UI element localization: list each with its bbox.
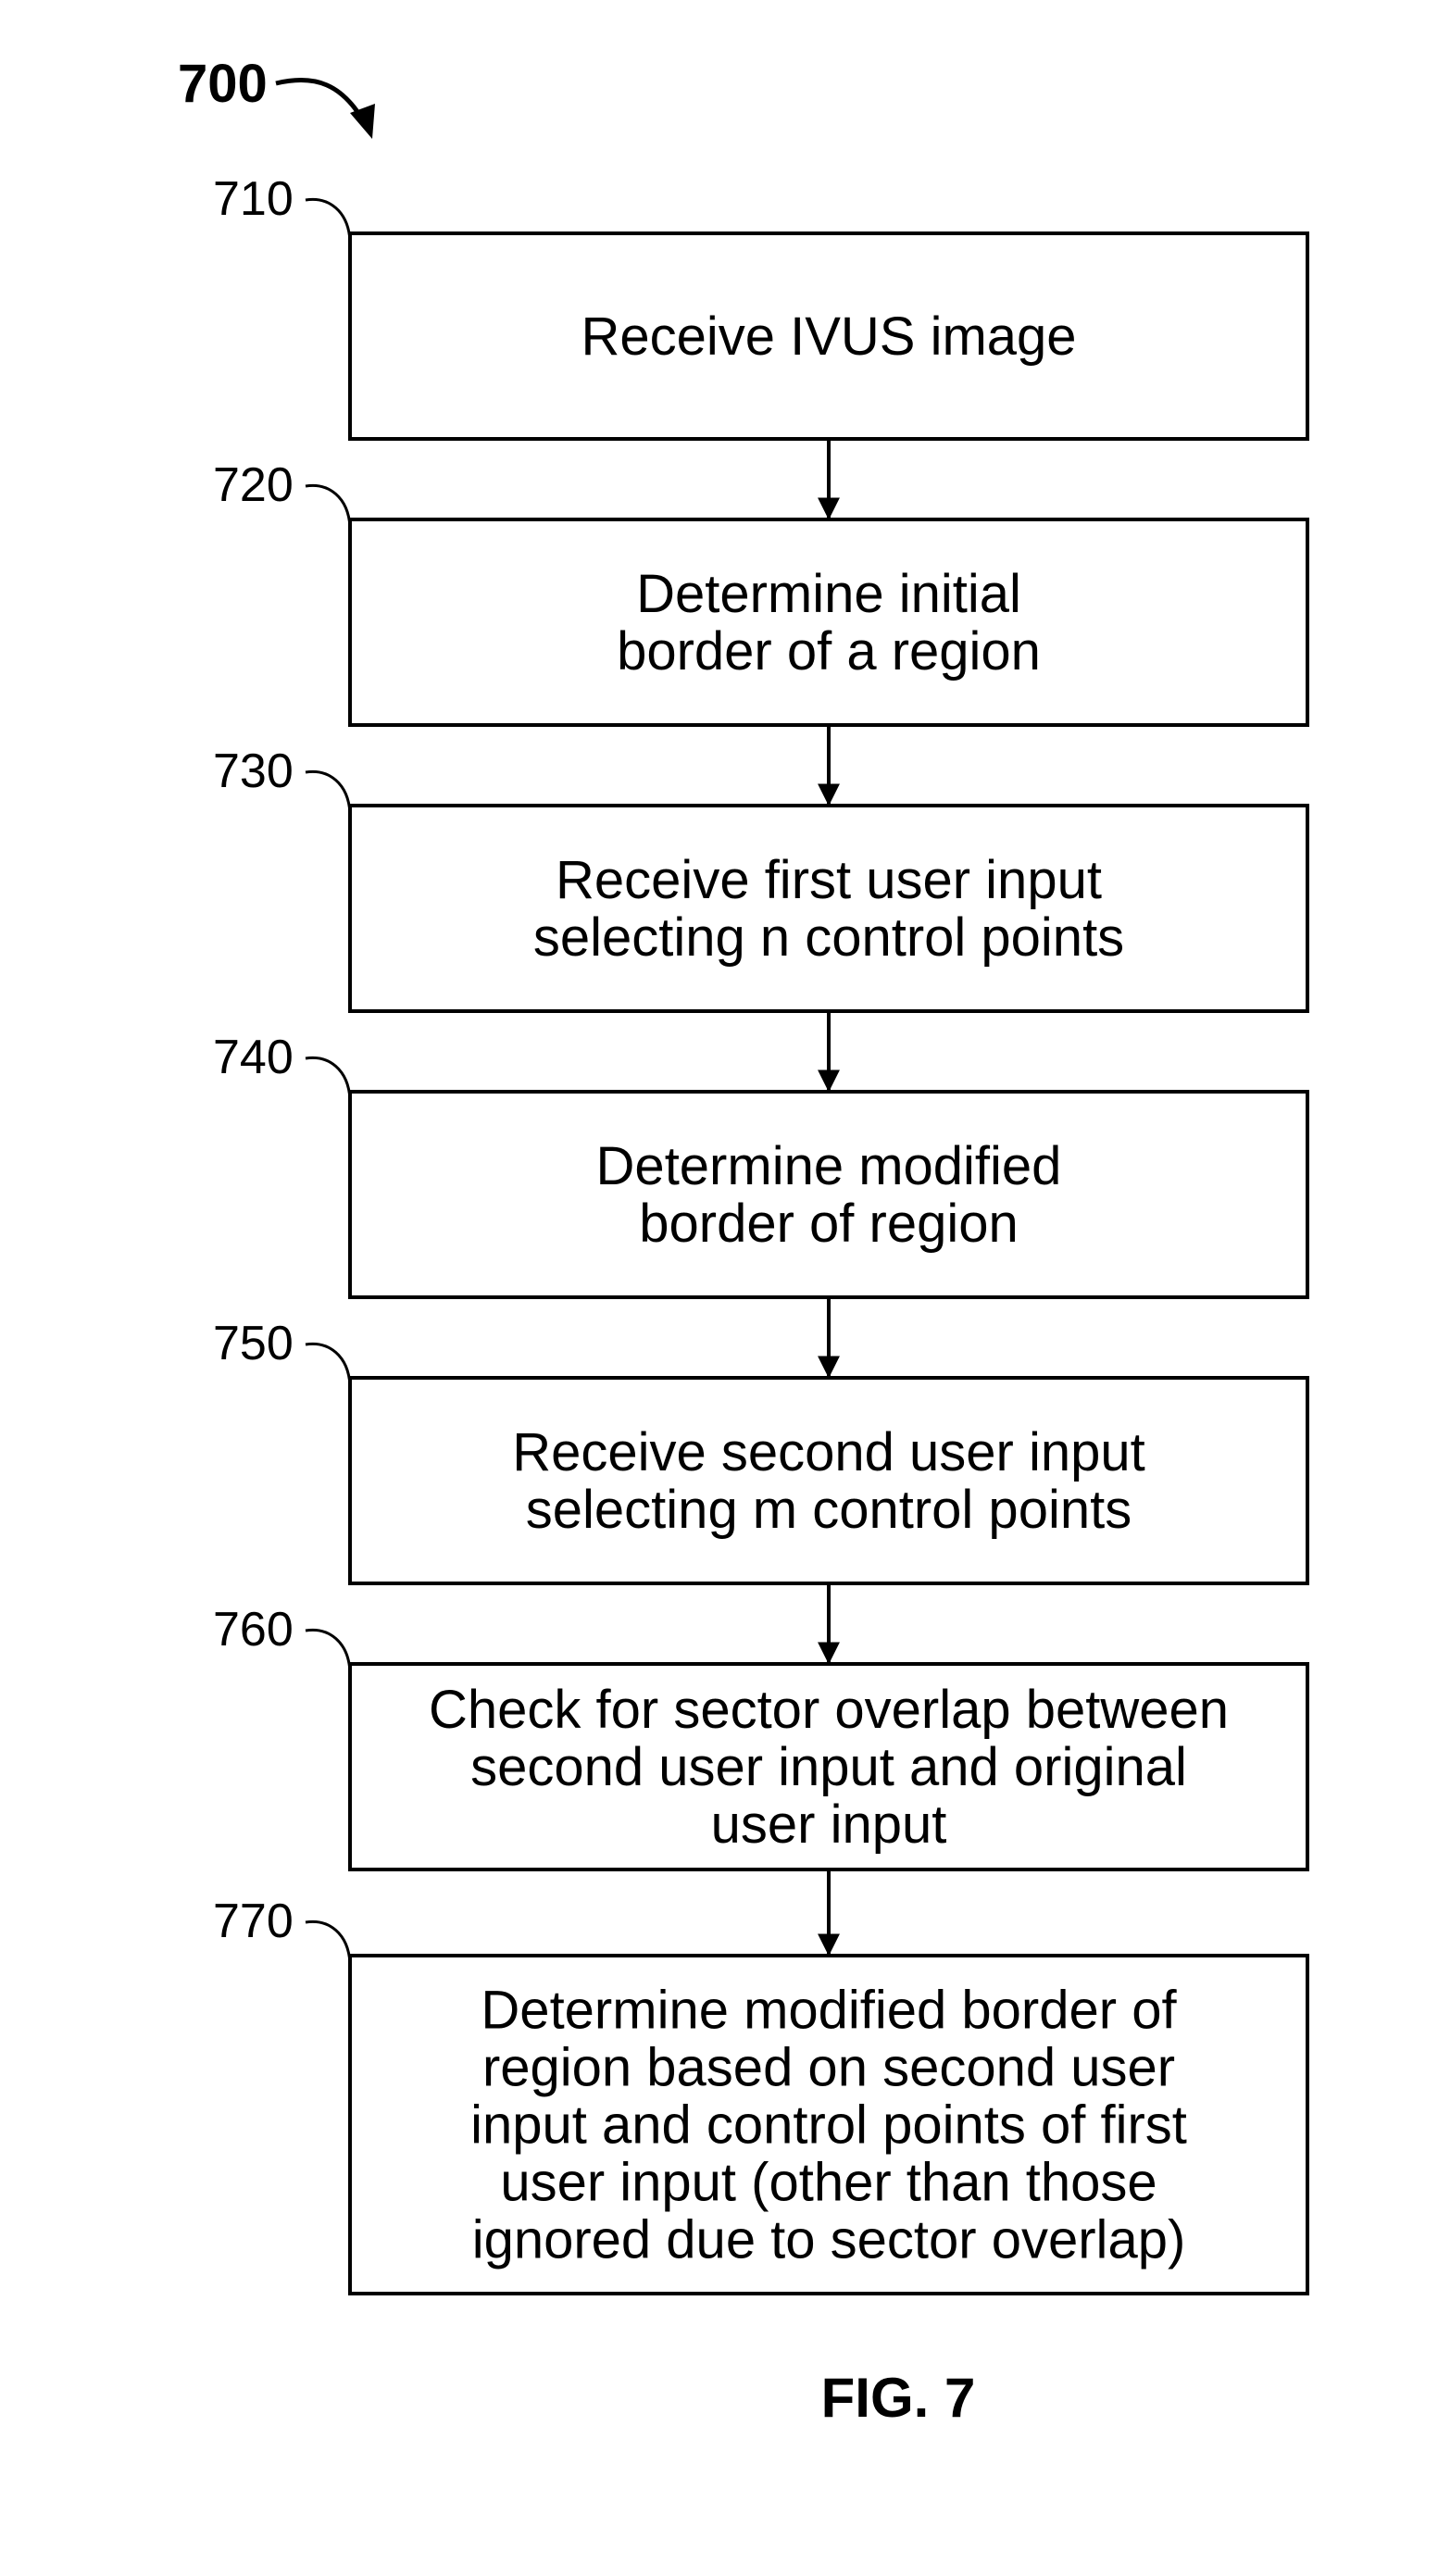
step-leader-line-720 xyxy=(306,485,350,527)
step-text-730-line-2: selecting n control points xyxy=(533,907,1124,968)
step-text-770-line-4: user input (other than those xyxy=(500,2153,1157,2213)
step-leader-line-760 xyxy=(306,1630,350,1671)
step-text-750-line-2: selecting m control points xyxy=(526,1480,1132,1540)
step-text-710-line-1: Receive IVUS image xyxy=(581,306,1076,367)
step-leader-line-750 xyxy=(306,1344,350,1385)
figure-pointer-arrow xyxy=(276,80,366,125)
step-ref-label-770: 770 xyxy=(213,1894,294,1948)
step-leader-line-710 xyxy=(306,199,350,241)
figure-number: 700 xyxy=(178,54,268,114)
step-text-770-line-2: region based on second user xyxy=(482,2038,1175,2098)
flow-steps: 710Receive IVUS image 720Determine initia… xyxy=(213,172,1307,2294)
step-leader-line-770 xyxy=(306,1921,350,1963)
step-text-770-line-3: input and control points of first xyxy=(470,2095,1187,2156)
step-leader-line-730 xyxy=(306,771,350,813)
step-text-720-line-1: Determine initial xyxy=(636,564,1021,624)
step-text-770-line-5: ignored due to sector overlap) xyxy=(472,2210,1186,2270)
step-text-740-line-2: border of region xyxy=(639,1194,1018,1254)
step-ref-label-760: 760 xyxy=(213,1603,294,1657)
step-text-720-line-2: border of a region xyxy=(617,621,1041,682)
step-text-750-line-1: Receive second user input xyxy=(512,1422,1145,1482)
step-text-740-line-1: Determine modified xyxy=(596,1136,1062,1196)
step-ref-label-710: 710 xyxy=(213,172,294,226)
step-ref-label-720: 720 xyxy=(213,458,294,512)
step-ref-label-730: 730 xyxy=(213,744,294,798)
step-text-760-line-2: second user input and original xyxy=(470,1737,1187,1797)
step-text-760-line-1: Check for sector overlap between xyxy=(429,1680,1229,1740)
step-ref-label-740: 740 xyxy=(213,1031,294,1084)
step-text-770-line-1: Determine modified border of xyxy=(481,1981,1177,2041)
step-ref-label-750: 750 xyxy=(213,1317,294,1370)
figure-label: FIG. 7 xyxy=(821,2367,976,2429)
step-leader-line-740 xyxy=(306,1057,350,1099)
step-text-760-line-3: user input xyxy=(711,1794,947,1855)
step-text-730-line-1: Receive first user input xyxy=(556,850,1102,910)
